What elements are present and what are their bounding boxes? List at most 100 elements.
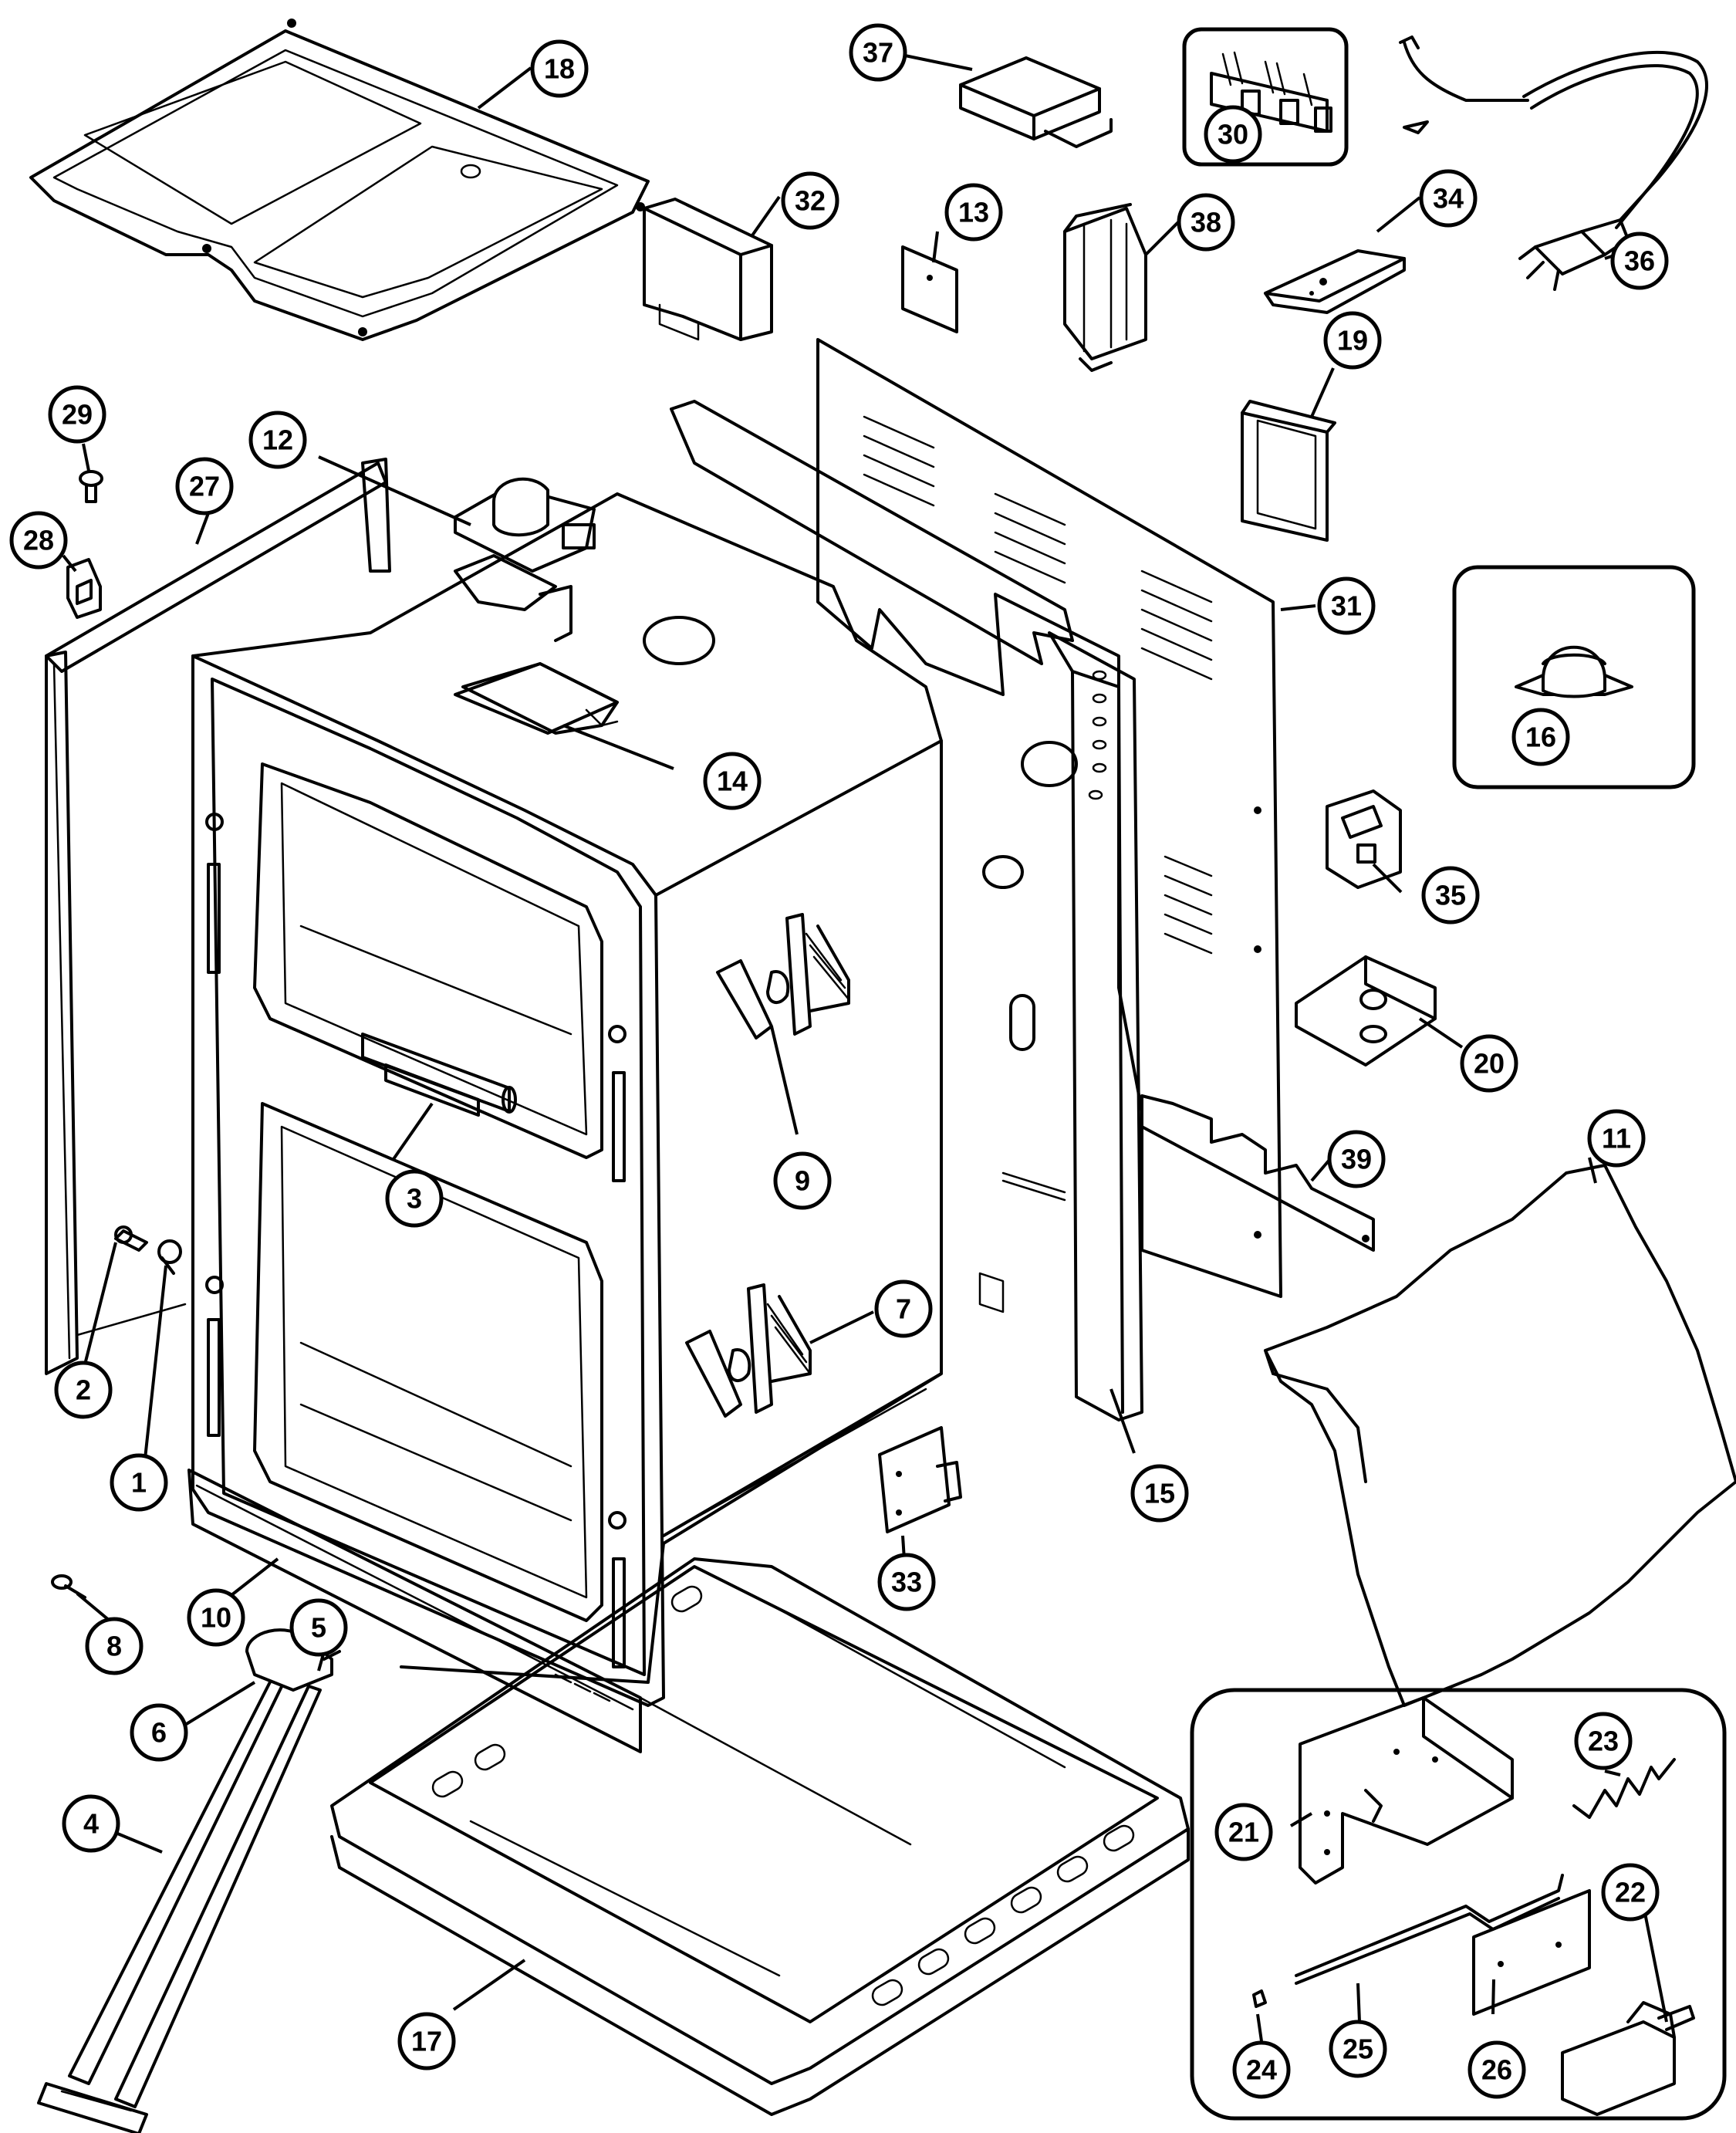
svg-text:10: 10 (201, 1602, 231, 1634)
callout-19: 19 (1323, 311, 1382, 370)
callout-34: 34 (1419, 169, 1478, 228)
svg-text:15: 15 (1144, 1478, 1175, 1509)
svg-text:27: 27 (189, 471, 220, 502)
part-1-2-screws (114, 1225, 182, 1275)
part-36-power-cord (1399, 35, 1708, 291)
callout-1: 1 (110, 1453, 168, 1512)
callout-17: 17 (397, 2012, 456, 2070)
callout-12: 12 (248, 411, 307, 469)
svg-text:12: 12 (262, 424, 293, 456)
svg-text:34: 34 (1433, 183, 1464, 215)
part-10-front-rail (187, 1469, 642, 1753)
callout-4: 4 (62, 1794, 120, 1853)
part-3-vent-strip (361, 1033, 517, 1117)
svg-text:33: 33 (891, 1567, 922, 1598)
part-15-side-rail (670, 400, 1143, 1421)
callout-23: 23 (1574, 1712, 1633, 1770)
svg-text:28: 28 (23, 525, 54, 556)
part-12-thermostat (454, 477, 596, 642)
callout-29: 29 (48, 385, 106, 444)
part-35-switch (1326, 789, 1402, 889)
svg-text:23: 23 (1588, 1726, 1619, 1757)
callout-21: 21 (1214, 1803, 1273, 1861)
callout-30: 30 (1204, 105, 1262, 164)
svg-text:21: 21 (1228, 1817, 1259, 1848)
svg-text:30: 30 (1218, 119, 1248, 150)
leader-lines (62, 54, 1668, 2042)
callout-8: 8 (85, 1617, 144, 1675)
svg-text:1: 1 (131, 1467, 147, 1499)
svg-text:29: 29 (62, 399, 93, 431)
svg-text:25: 25 (1343, 2033, 1373, 2065)
svg-text:37: 37 (863, 37, 893, 69)
callout-28: 28 (9, 511, 68, 570)
callout-33: 33 (877, 1553, 936, 1611)
callout-14: 14 (703, 752, 762, 810)
part-18-top-cover (29, 19, 650, 341)
part-19-bracket (1241, 400, 1336, 542)
callout-35: 35 (1421, 866, 1480, 925)
svg-text:32: 32 (795, 185, 826, 217)
callout-2: 2 (54, 1361, 113, 1419)
svg-text:18: 18 (544, 53, 575, 85)
callout-15: 15 (1130, 1464, 1189, 1523)
part-7-hinge (685, 1283, 812, 1418)
callout-16: 16 (1511, 708, 1570, 766)
svg-text:3: 3 (407, 1183, 422, 1215)
svg-text:22: 22 (1615, 1877, 1646, 1908)
inset-30-terminal-block (1182, 27, 1349, 167)
callout-13: 13 (944, 183, 1003, 242)
svg-text:6: 6 (151, 1717, 167, 1749)
part-39-bracket-strip (1140, 1094, 1375, 1252)
callout-10: 10 (187, 1588, 245, 1647)
part-31-rear-panel (816, 338, 1282, 1298)
part-34-bracket (1264, 249, 1406, 314)
part-32-shield-bracket (643, 198, 773, 341)
svg-text:9: 9 (795, 1165, 810, 1197)
callout-26: 26 (1467, 2040, 1526, 2099)
part-33-bracket (878, 1426, 962, 1533)
svg-text:4: 4 (83, 1808, 99, 1840)
callout-3: 3 (385, 1169, 444, 1228)
svg-text:13: 13 (958, 197, 989, 228)
svg-text:38: 38 (1191, 207, 1221, 238)
callout-7: 7 (874, 1279, 933, 1338)
svg-text:17: 17 (411, 2026, 442, 2057)
callout-25: 25 (1329, 2020, 1387, 2078)
callout-31: 31 (1317, 576, 1376, 635)
svg-text:20: 20 (1474, 1048, 1505, 1080)
svg-text:8: 8 (106, 1631, 122, 1662)
callout-37: 37 (849, 23, 907, 82)
svg-text:26: 26 (1481, 2054, 1512, 2086)
svg-text:35: 35 (1435, 880, 1466, 911)
callout-27: 27 (175, 457, 234, 516)
callout-6: 6 (130, 1703, 188, 1762)
svg-text:36: 36 (1624, 245, 1655, 277)
callout-20: 20 (1460, 1034, 1518, 1093)
part-14-cover-plate (461, 662, 619, 735)
svg-text:16: 16 (1525, 722, 1556, 753)
callout-36: 36 (1610, 232, 1669, 290)
part-28-clip (66, 558, 102, 619)
svg-text:7: 7 (896, 1293, 911, 1325)
inset-door-latch (1190, 1688, 1727, 2121)
svg-text:5: 5 (311, 1612, 326, 1644)
callout-32: 32 (781, 171, 839, 230)
part-11-insulation (1264, 1164, 1736, 1707)
part-9-hinge (716, 913, 850, 1039)
callout-24: 24 (1232, 2040, 1291, 2099)
inset-16-thermal-fuse (1452, 565, 1696, 789)
callout-9: 9 (773, 1151, 832, 1210)
callout-22: 22 (1601, 1863, 1660, 1922)
callout-11: 11 (1587, 1109, 1646, 1168)
part-13-plate (901, 245, 958, 333)
svg-text:24: 24 (1246, 2054, 1277, 2086)
part-17-bottom-panel (330, 1557, 1190, 2116)
svg-text:31: 31 (1331, 590, 1362, 622)
svg-text:39: 39 (1341, 1144, 1372, 1175)
callout-39: 39 (1327, 1130, 1386, 1188)
callout-18: 18 (530, 39, 589, 98)
callout-5: 5 (289, 1598, 348, 1657)
part-37-module (959, 56, 1113, 148)
